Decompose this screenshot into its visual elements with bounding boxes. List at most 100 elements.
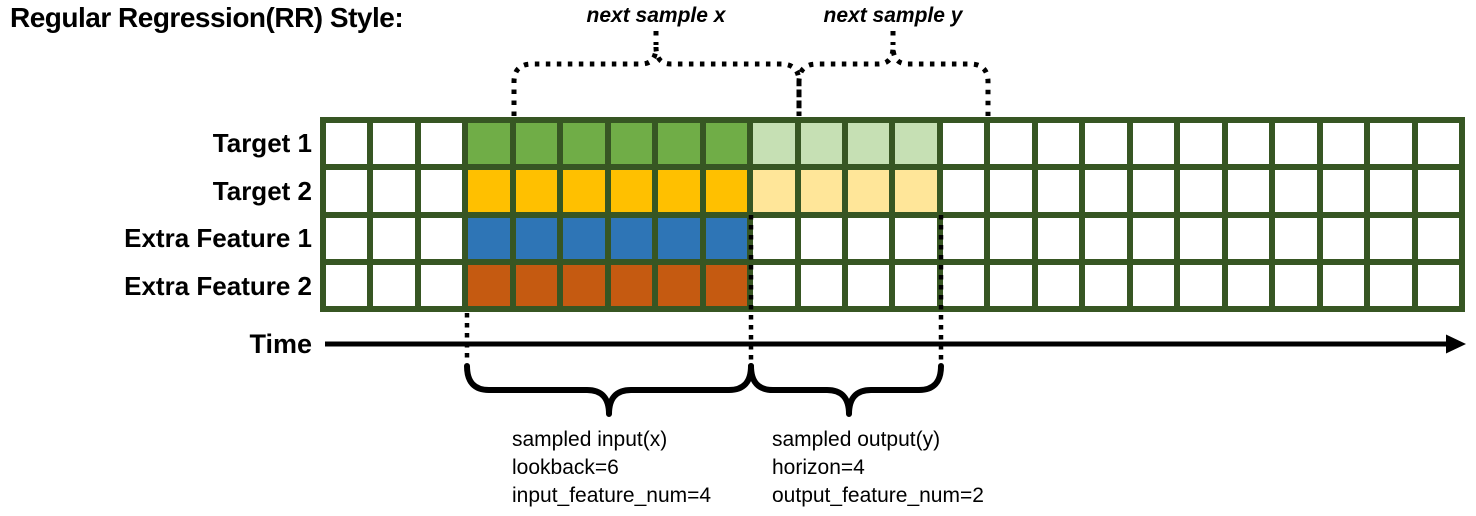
grid-cell [1180, 170, 1222, 212]
input-feature-num-value: input_feature_num=4 [512, 484, 712, 507]
grid-cell [326, 217, 368, 259]
grid-cell [468, 264, 510, 306]
grid-cell [610, 264, 653, 306]
grid-cell [1370, 217, 1412, 259]
grid-cell [1037, 217, 1080, 259]
output-feature-num-value: output_feature_num=2 [772, 484, 984, 507]
grid-cell [1085, 264, 1127, 306]
grid-cell [1180, 123, 1222, 165]
row-label-extra-feature-1: Extra Feature 1 [124, 223, 312, 253]
grid-cell [1180, 264, 1222, 306]
grid-cell [1227, 264, 1270, 306]
grid-cell [895, 123, 937, 165]
grid-cell [1037, 123, 1080, 165]
grid-cell [515, 264, 558, 306]
time-axis-arrowhead [1446, 334, 1466, 354]
sampled-input-title: sampled input(x) [512, 428, 668, 451]
grid-cell [848, 170, 890, 212]
grid-cell [563, 264, 605, 306]
row-label-target-2: Target 2 [212, 176, 312, 206]
grid-cell [705, 217, 748, 259]
grid-cell [800, 170, 843, 212]
grid-cell [705, 264, 748, 306]
sampled-output-brace [748, 363, 944, 417]
grid-cell [1132, 123, 1175, 165]
grid-cell [1037, 264, 1080, 306]
grid-cell [373, 264, 415, 306]
grid-cell [468, 123, 510, 165]
grid-cell [1370, 123, 1412, 165]
grid-cell [1370, 170, 1412, 212]
next-sample-y-label: next sample y [823, 4, 963, 27]
grid-cell [1132, 264, 1175, 306]
grid-cell [1132, 170, 1175, 212]
grid-cell [515, 217, 558, 259]
grid-cell [942, 123, 985, 165]
grid-cell [326, 264, 368, 306]
grid-cell [658, 217, 700, 259]
grid-cell [1322, 264, 1365, 306]
grid-cell [563, 217, 605, 259]
grid-cell [515, 123, 558, 165]
grid-cell [373, 217, 415, 259]
grid-cell [610, 123, 653, 165]
grid-cell [848, 217, 890, 259]
grid-cell [326, 170, 368, 212]
grid-cell [326, 123, 368, 165]
grid-cell [658, 170, 700, 212]
next-sample-y-brace [796, 46, 991, 116]
time-axis-label: Time [249, 329, 312, 359]
grid-cell [848, 123, 890, 165]
grid-cell [1275, 217, 1317, 259]
grid-cell [658, 264, 700, 306]
grid-cell [515, 170, 558, 212]
grid-cell [895, 217, 937, 259]
grid-cell [1227, 123, 1270, 165]
sampled-output-annotation: sampled output(y) horizon=4 output_featu… [772, 426, 984, 510]
grid-cell [1322, 170, 1365, 212]
grid-cell [705, 170, 748, 212]
grid-cell [990, 170, 1032, 212]
grid-cell [942, 170, 985, 212]
grid-cell [800, 264, 843, 306]
grid-cell [1227, 170, 1270, 212]
grid-cell [1370, 264, 1412, 306]
next-sample-x-label: next sample x [586, 4, 726, 27]
grid-cell [848, 264, 890, 306]
grid-cell [1085, 123, 1127, 165]
grid-cell [658, 123, 700, 165]
grid-cell [1417, 170, 1459, 212]
grid-cell [753, 123, 795, 165]
next-sample-x-brace [511, 46, 802, 116]
sampled-input-brace [464, 363, 754, 417]
sampled-input-annotation: sampled input(x) lookback=6 input_featur… [512, 426, 711, 510]
grid-cell [895, 170, 937, 212]
grid-cell [1085, 217, 1127, 259]
grid-cell [420, 264, 463, 306]
grid-cell [420, 170, 463, 212]
lookback-value: lookback=6 [512, 456, 619, 479]
diagram-title: Regular Regression(RR) Style: [10, 2, 404, 33]
row-label-extra-feature-2: Extra Feature 2 [124, 271, 312, 301]
horizon-value: horizon=4 [772, 456, 865, 479]
grid-cell [373, 123, 415, 165]
grid-cell [942, 264, 985, 306]
grid-cell [610, 170, 653, 212]
grid-cell [942, 217, 985, 259]
grid-cell [1417, 264, 1459, 306]
grid-cell [1037, 170, 1080, 212]
grid-cell [468, 217, 510, 259]
grid-cell [705, 123, 748, 165]
grid-cell [563, 123, 605, 165]
grid-cell [1227, 217, 1270, 259]
grid-cell [563, 170, 605, 212]
grid-cell [468, 170, 510, 212]
grid-cell [1275, 170, 1317, 212]
grid-cell [1180, 217, 1222, 259]
grid-cell [420, 123, 463, 165]
sample-grid [320, 117, 1465, 312]
grid-cell [1085, 170, 1127, 212]
grid-cell [990, 264, 1032, 306]
row-label-target-1: Target 1 [212, 128, 312, 158]
